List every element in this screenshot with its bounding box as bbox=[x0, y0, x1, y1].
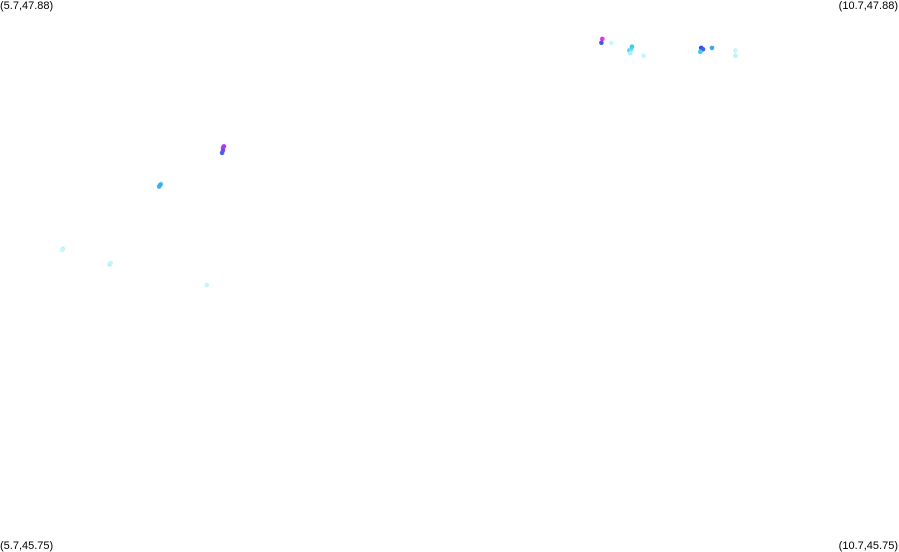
corner-label-bottom-left: (5.7,45.75) bbox=[0, 540, 54, 552]
data-point-19 bbox=[609, 40, 614, 46]
corner-label-top-left: (5.7,47.88) bbox=[0, 0, 54, 12]
data-point-22 bbox=[698, 49, 703, 55]
data-point-25 bbox=[733, 53, 738, 58]
data-point-8 bbox=[59, 247, 65, 253]
data-point-1 bbox=[221, 144, 227, 149]
data-point-13 bbox=[599, 40, 604, 46]
data-point-23 bbox=[709, 45, 715, 51]
data-point-17 bbox=[627, 50, 633, 56]
data-point-16 bbox=[629, 44, 635, 49]
corner-label-top-right: (10.7,47.88) bbox=[838, 0, 898, 12]
data-point-10 bbox=[108, 260, 113, 266]
data-point-6 bbox=[157, 183, 163, 188]
data-point-18 bbox=[641, 53, 646, 58]
data-point-24 bbox=[733, 48, 738, 53]
data-point-3 bbox=[220, 148, 226, 153]
data-point-11 bbox=[204, 282, 210, 288]
corner-label-bottom-right: (10.7,45.75) bbox=[838, 540, 898, 552]
data-point-12 bbox=[600, 36, 605, 42]
